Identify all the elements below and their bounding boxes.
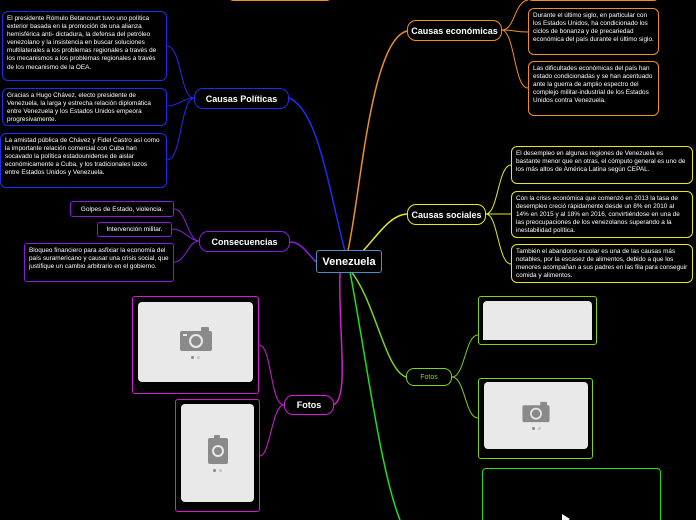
- sociales-leaf-2-text: Con la crisis económica que comenzó en 2…: [516, 195, 680, 235]
- photo-frame-left-2[interactable]: [175, 399, 260, 512]
- play-icon[interactable]: [561, 513, 571, 520]
- topic-causas-sociales-label: Causas sociales: [411, 209, 482, 220]
- link-politicas: [288, 97, 349, 263]
- topic-causas-economicas-label: Causas económicas: [411, 25, 498, 36]
- sociales-leaf-3[interactable]: También el abandono escolar es una de la…: [511, 244, 693, 283]
- sociales-leaf-1-text: El desempleo en algunas regiones de Vene…: [516, 150, 686, 174]
- sociales-leaf-1[interactable]: El desempleo en algunas regiones de Vene…: [511, 146, 693, 184]
- economicas-leaf-2-text: Las dificultades económicas del país han…: [533, 65, 653, 105]
- video-frame[interactable]: [482, 468, 661, 520]
- consecuencias-leaf-3-text: Bloqueo financiero para asfixiar la econ…: [29, 247, 169, 271]
- topic-causas-economicas[interactable]: Causas económicas: [407, 20, 502, 41]
- photo-frame-right-1[interactable]: [478, 296, 597, 345]
- photo-placeholder: [484, 382, 588, 449]
- photo-dots: [191, 355, 200, 359]
- photo-placeholder: [138, 302, 253, 382]
- economicas-leaf-2[interactable]: Las dificultades económicas del país han…: [528, 61, 659, 116]
- consecuencias-leaf-2[interactable]: Intervención militar.: [97, 222, 172, 237]
- central-topic-label: Venezuela: [322, 255, 376, 268]
- topic-consecuencias-label: Consecuencias: [211, 236, 278, 247]
- politicas-leaf-2-text: Gracias a Hugo Chávez, electo presidente…: [7, 92, 151, 124]
- politicas-leaf-3-text: La amistad pública de Chávez y Fidel Cas…: [5, 137, 160, 177]
- politicas-leaf-2[interactable]: Gracias a Hugo Chávez, electo presidente…: [2, 88, 167, 126]
- photo-placeholder: [181, 404, 254, 502]
- photo-frame-left-1[interactable]: [132, 296, 259, 394]
- camera-icon: [522, 401, 550, 423]
- topic-fotos-right-label: Fotos: [420, 373, 438, 381]
- photo-frame-right-2[interactable]: [478, 378, 593, 459]
- topic-consecuencias[interactable]: Consecuencias: [199, 231, 290, 252]
- consecuencias-leaf-2-text: Intervención militar.: [106, 226, 163, 233]
- politicas-leaf-3[interactable]: La amistad pública de Chávez y Fidel Cas…: [0, 133, 167, 188]
- link-fotos-right: [349, 269, 407, 378]
- politicas-leaf-1-text: El presidente Rómulo Betancourt tuvo uno…: [7, 15, 157, 71]
- consecuencias-leaf-1[interactable]: Golpes de Estado, violencia.: [70, 201, 174, 217]
- photo-placeholder: [483, 301, 592, 340]
- photo-dots: [531, 427, 541, 430]
- consecuencias-leaf-1-text: Golpes de Estado, violencia.: [80, 205, 164, 213]
- central-topic[interactable]: Venezuela: [316, 250, 382, 273]
- topic-causas-politicas-label: Causas Políticas: [205, 93, 278, 104]
- topic-fotos-right[interactable]: Fotos: [406, 368, 452, 386]
- link-fotos-left: [332, 271, 343, 406]
- topic-fotos-left-label: Fotos: [296, 400, 322, 410]
- camera-icon: [179, 326, 212, 351]
- link-economicas: [347, 30, 408, 251]
- link-consecuencias: [289, 241, 317, 263]
- politicas-leaf-1[interactable]: El presidente Rómulo Betancourt tuvo uno…: [2, 11, 167, 81]
- sociales-leaf-3-text: También el abandono escolar es una de la…: [516, 248, 688, 280]
- sociales-leaf-2[interactable]: Con la crisis económica que comenzó en 2…: [511, 191, 693, 238]
- link-extra: [349, 271, 401, 520]
- consecuencias-leaf-3[interactable]: Bloqueo financiero para asfixiar la econ…: [24, 243, 174, 282]
- camera-icon: [207, 434, 228, 464]
- economicas-leaf-1[interactable]: Durante el último siglo, en particular c…: [528, 8, 659, 55]
- photo-dots: [213, 468, 222, 472]
- cropped-node-top-right: [528, 0, 658, 1]
- topic-causas-sociales[interactable]: Causas sociales: [407, 204, 486, 225]
- cropped-node-top-left: [228, 0, 332, 1]
- topic-fotos-left[interactable]: Fotos: [284, 395, 334, 415]
- topic-causas-politicas[interactable]: Causas Políticas: [194, 88, 289, 109]
- economicas-leaf-1-text: Durante el último siglo, en particular c…: [533, 12, 654, 44]
